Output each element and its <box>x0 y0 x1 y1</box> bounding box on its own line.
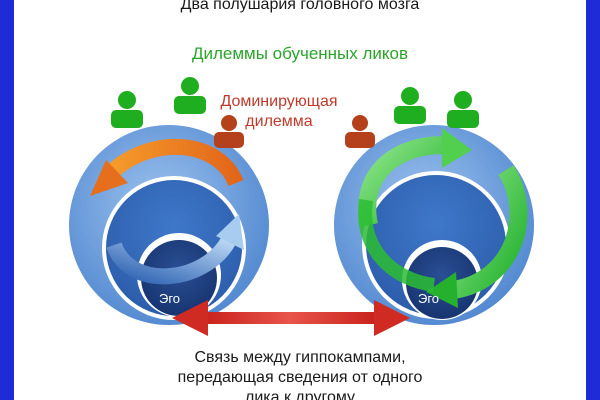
left-orange-arrowhead <box>90 160 128 196</box>
hippocampus-connector <box>172 300 410 336</box>
right-hemisphere <box>334 125 534 325</box>
right-green-arrow-right <box>452 165 528 299</box>
right-ego-label: Эго <box>418 291 439 306</box>
left-blue-arrow <box>106 235 236 285</box>
right-green-arrowhead-upper <box>442 128 472 168</box>
left-ego-label: Эго <box>159 291 180 306</box>
bottom-caption: Связь между гиппокампами, передающая све… <box>14 348 586 400</box>
right-green-arrow-lower <box>358 199 436 292</box>
learned-faces-icons <box>111 77 479 128</box>
hemispheres-illustration: Эго Эго <box>69 77 534 336</box>
green-person-icon <box>174 77 206 114</box>
left-orange-arrow <box>108 138 244 187</box>
green-person-icon <box>111 91 143 128</box>
red-person-icon <box>214 115 244 148</box>
left-blue-arrowhead <box>216 214 244 250</box>
dominant-dilemma-label: Доминирующая дилемма <box>220 93 338 130</box>
learned-faces-label: Дилеммы обученных ликов <box>191 44 409 63</box>
bottom-caption-line: передающая сведения от одного <box>177 369 423 386</box>
slide: Два полушария головного мозга Дилеммы об… <box>14 0 586 400</box>
right-green-arrowhead-right <box>426 272 458 308</box>
bottom-caption-line: Связь между гиппокампами, <box>194 349 406 366</box>
bottom-caption-line: лика к другому <box>244 389 356 400</box>
red-person-icon <box>345 115 375 148</box>
dominant-dilemma-icons <box>214 115 375 148</box>
green-person-icon <box>394 87 426 124</box>
green-person-icon <box>447 91 479 128</box>
diagram-title: Два полушария головного мозга <box>180 0 420 13</box>
